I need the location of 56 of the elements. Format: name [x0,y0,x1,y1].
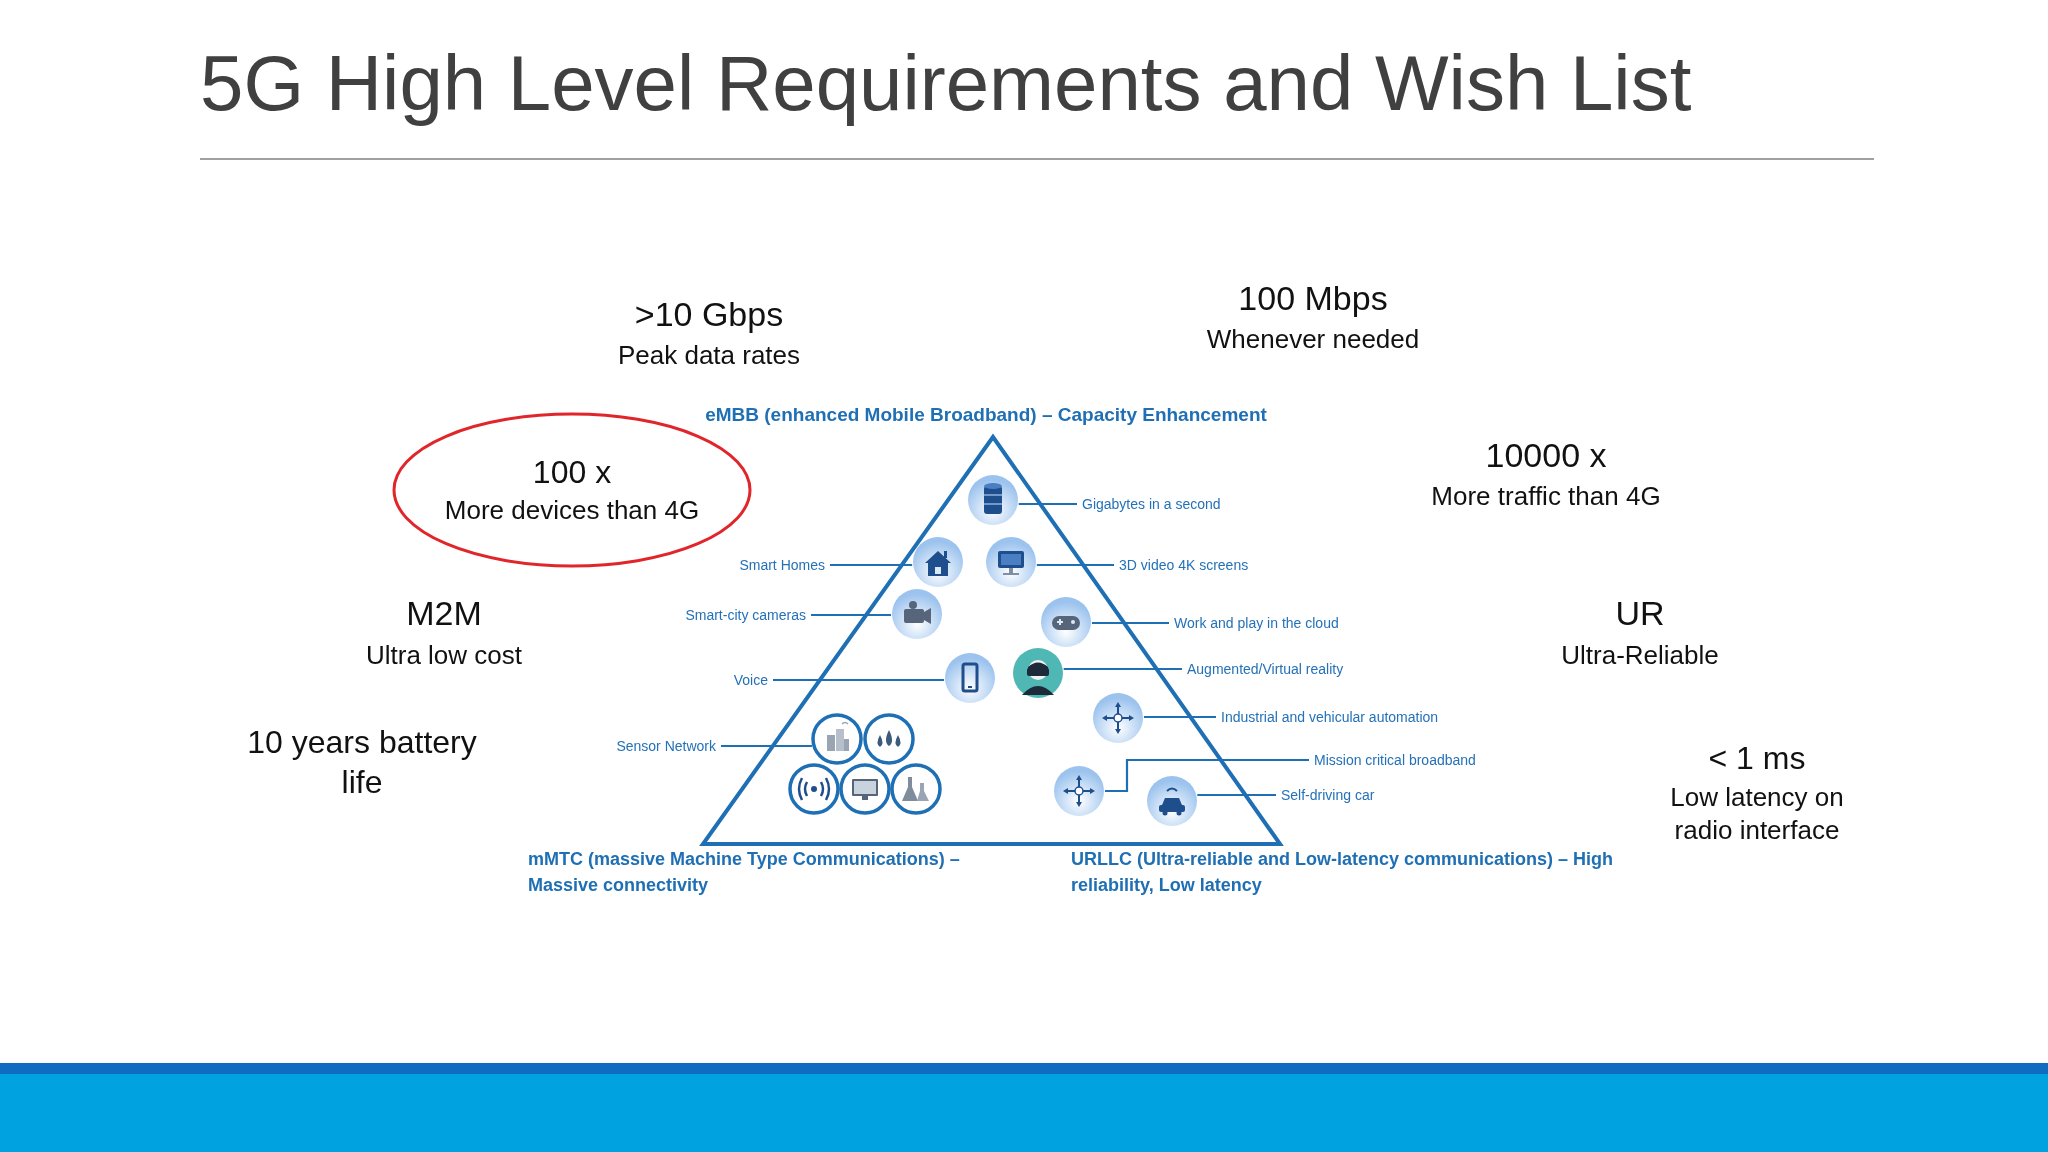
metric-value: UR [1614,593,1666,634]
signal-icon [788,763,840,815]
metric-value: >10 Gbps [633,294,785,335]
leader-line [721,744,812,748]
category-heading: URLLC (Ultra-reliable and Low-latency communications) – High reliability, Low latency [1071,848,1615,897]
metric-caption: More traffic than 4G [1430,480,1662,513]
leader-line [811,613,891,617]
flasks-icon [890,763,942,815]
metric-caption: Peak data rates [616,339,802,372]
leader-line [1063,667,1182,671]
leader-line [830,563,913,567]
leader-line [1018,502,1077,506]
gamepad-icon [1040,596,1092,648]
category-heading: eMBB (enhanced Mobile Broadband) – Capacity Enhancement [704,403,1268,427]
crosshair-arrows-icon [1092,692,1144,744]
metric-value: 10 years battery life [247,723,477,802]
leader-line [1105,758,1309,793]
callout-label: Sensor Network [616,737,716,755]
leader-line [1197,793,1276,797]
callout-label: Smart Homes [739,556,825,574]
callout-label: Work and play in the cloud [1174,614,1339,632]
callout-label: Augmented/Virtual reality [1187,660,1344,678]
category-heading: mMTC (massive Machine Type Communications) – Massive connectivity [528,848,961,897]
slide-title: 5G High Level Requirements and Wish List [200,38,1692,129]
leader-line [773,678,945,682]
metric-caption: Ultra low cost [364,639,523,672]
metric-value: < 1 ms [1707,739,1807,778]
metric-value: M2M [405,593,483,634]
metric-caption: Low latency on radio interface [1669,781,1845,846]
metric-value: 100 Mbps [1237,278,1389,319]
buildings-icon [811,713,863,765]
monitor-icon [839,763,891,815]
smartphone-icon [944,652,996,704]
car-icon [1146,775,1198,827]
callout-label: Gigabytes in a second [1082,495,1221,513]
screen-icon [985,536,1037,588]
metric-value: 10000 x [1484,435,1608,476]
metric-caption: Whenever needed [1205,323,1421,356]
video-camera-icon [891,588,943,640]
leader-line [1144,715,1216,719]
house-icon [912,536,964,588]
metric-caption: More devices than 4G [444,493,700,527]
callout-label: Smart-city cameras [685,606,806,624]
leader-line [1092,621,1169,625]
metric-value: 100 x [532,453,612,493]
callout-label: 3D video 4K screens [1119,556,1249,574]
callout-label: Voice [733,671,768,689]
callout-label: Mission critical broadband [1314,751,1476,769]
callout-label: Self-driving car [1281,786,1375,804]
metric-caption: Ultra-Reliable [1560,639,1720,672]
crosshair-arrows-icon [1053,765,1105,817]
leader-line [1036,563,1114,567]
vr-headset-icon [1012,647,1064,699]
callout-label: Industrial and vehicular automation [1221,708,1439,726]
database-icon [967,474,1019,526]
water-drops-icon [863,713,915,765]
